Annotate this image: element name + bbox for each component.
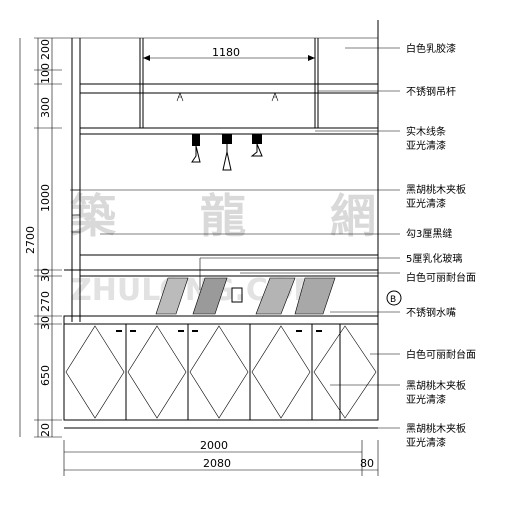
dim-side-offset: 80 [360,457,374,470]
dim-30-lower: 30 [39,316,52,330]
lower-cabinets [63,323,379,429]
watermark-char-1: 築 [70,189,117,243]
note-matte-varnish-1: 亚光清漆 [406,139,446,152]
dim-270: 270 [39,291,52,312]
note-stainless-faucet: 不锈钢水嘴 [406,306,456,319]
dim-total-width: 2080 [203,457,231,470]
dim-total-height: 2700 [24,226,37,254]
dim-30-upper: 30 [39,268,52,282]
note-white-corian-top-1: 白色可丽耐台面 [406,271,476,284]
note-5mm-frosted-glass: 5厘乳化玻璃 [406,252,462,265]
note-matte-varnish-4: 亚光清漆 [406,436,446,449]
dim-200: 200 [39,39,52,60]
dim-650: 650 [39,365,52,386]
dim-shelf-width: 1180 [212,46,240,59]
note-3mm-black-groove: 勾3厘黑缝 [406,227,452,240]
watermark-char-2: 龍 [200,189,246,243]
watermark-char-3: 網 [330,189,376,243]
callout-label: B [390,295,396,305]
countertop [63,315,379,325]
note-matte-varnish-3: 亚光清漆 [406,393,446,406]
note-matte-varnish-2: 亚光清漆 [406,197,446,210]
horizontal-dimensions: 1180 2000 2080 80 [63,46,379,476]
note-white-corian-top-2: 白色可丽耐台面 [406,348,476,361]
vertical-dimensions: 200 100 300 1000 30 270 30 650 20 2700 [19,37,62,438]
hanging-utensils [191,134,263,171]
dim-cabinet-width: 2000 [200,439,228,452]
note-stainless-hanging-rod: 不锈钢吊杆 [406,85,456,98]
note-black-walnut-veneer-1: 黑胡桃木夹板 [406,183,466,196]
note-white-latex-paint: 白色乳胶漆 [406,42,456,55]
dim-1000: 1000 [39,184,52,212]
wall-outline [62,20,379,322]
dim-20: 20 [39,423,52,437]
note-black-walnut-veneer-2: 黑胡桃木夹板 [406,379,466,392]
glass-band [79,275,379,317]
annotations: 白色乳胶漆 不锈钢吊杆 实木线条 亚光清漆 黑胡桃木夹板 亚光清漆 勾3厘黑缝 … [406,42,476,449]
note-black-walnut-veneer-3: 黑胡桃木夹板 [406,422,466,435]
callout-marker: B [386,290,402,306]
leader-lines [70,47,400,429]
dim-300: 300 [39,97,52,118]
note-solid-wood-trim: 实木线条 [406,125,446,138]
dim-100: 100 [39,63,52,84]
